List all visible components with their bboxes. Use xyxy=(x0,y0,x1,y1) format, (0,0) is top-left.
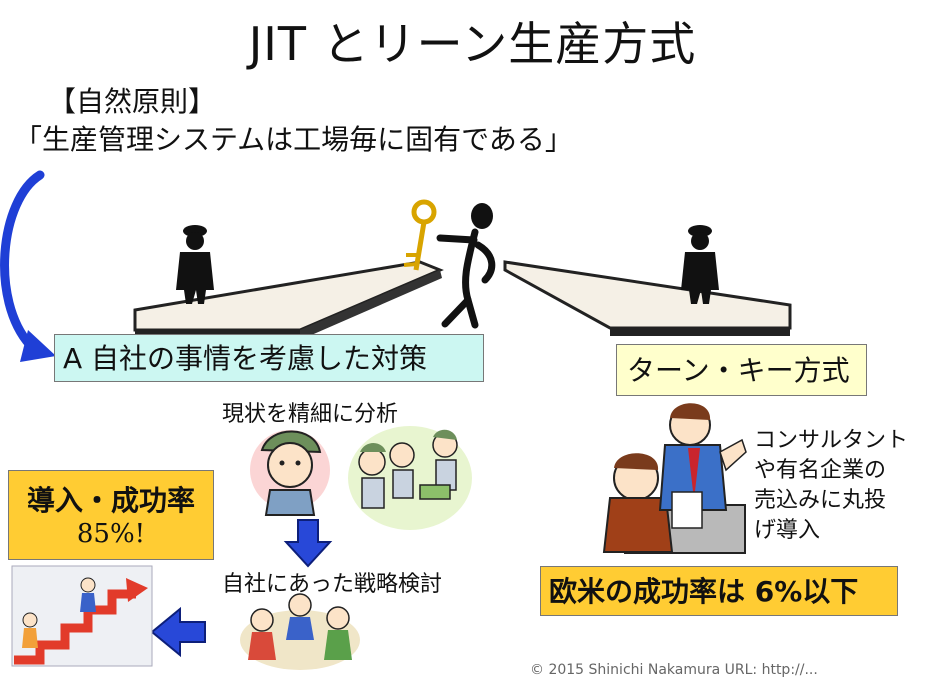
left-guard-figure xyxy=(176,225,214,304)
success-rate-box: 導入・成功率 85%! xyxy=(8,470,214,560)
down-arrow xyxy=(283,519,333,568)
right-guard-figure xyxy=(681,225,719,304)
turnkey-description-line: げ導入 xyxy=(754,518,821,543)
stick-figure xyxy=(436,203,496,329)
workers-group-illustration xyxy=(348,426,472,530)
staircase-illustration xyxy=(11,565,153,667)
right-road xyxy=(503,260,792,336)
curved-arrow-head xyxy=(20,330,56,362)
option-a-box: A 自社の事情を考慮した対策 xyxy=(54,334,484,382)
turnkey-box: ターン・キー方式 xyxy=(616,344,867,396)
curved-arrow xyxy=(0,170,45,350)
consultant-illustration xyxy=(602,403,747,554)
turnkey-description-line: や有名企業の xyxy=(754,458,887,483)
success-rate-value: 85%! xyxy=(76,519,146,549)
worker-face-illustration xyxy=(250,430,330,516)
principle-text: 「生産管理システムは工場毎に固有である」 xyxy=(14,123,573,156)
western-success-rate-box: 欧米の成功率は 6%以下 xyxy=(540,566,898,616)
turnkey-description-line: コンサルタント xyxy=(754,428,909,453)
turnkey-description-line: 売込みに丸投 xyxy=(754,488,887,513)
left-arrow xyxy=(150,606,206,658)
copyright-text: © 2015 Shinichi Nakamura URL: http://... xyxy=(530,662,818,678)
key-icon xyxy=(403,199,437,271)
turnkey-description: コンサルタント や有名企業の 売込みに丸投 げ導入 xyxy=(754,426,944,546)
strategy-step-label: 自社にあった戦略検討 xyxy=(222,572,443,597)
principle-heading: 【自然原則】 xyxy=(48,85,217,118)
analysis-step-label: 現状を精細に分析 xyxy=(222,402,399,427)
success-rate-title: 導入・成功率 xyxy=(26,484,195,517)
diagram-title: JIT とリーン生産方式 xyxy=(248,17,697,71)
meeting-illustration xyxy=(240,593,360,670)
